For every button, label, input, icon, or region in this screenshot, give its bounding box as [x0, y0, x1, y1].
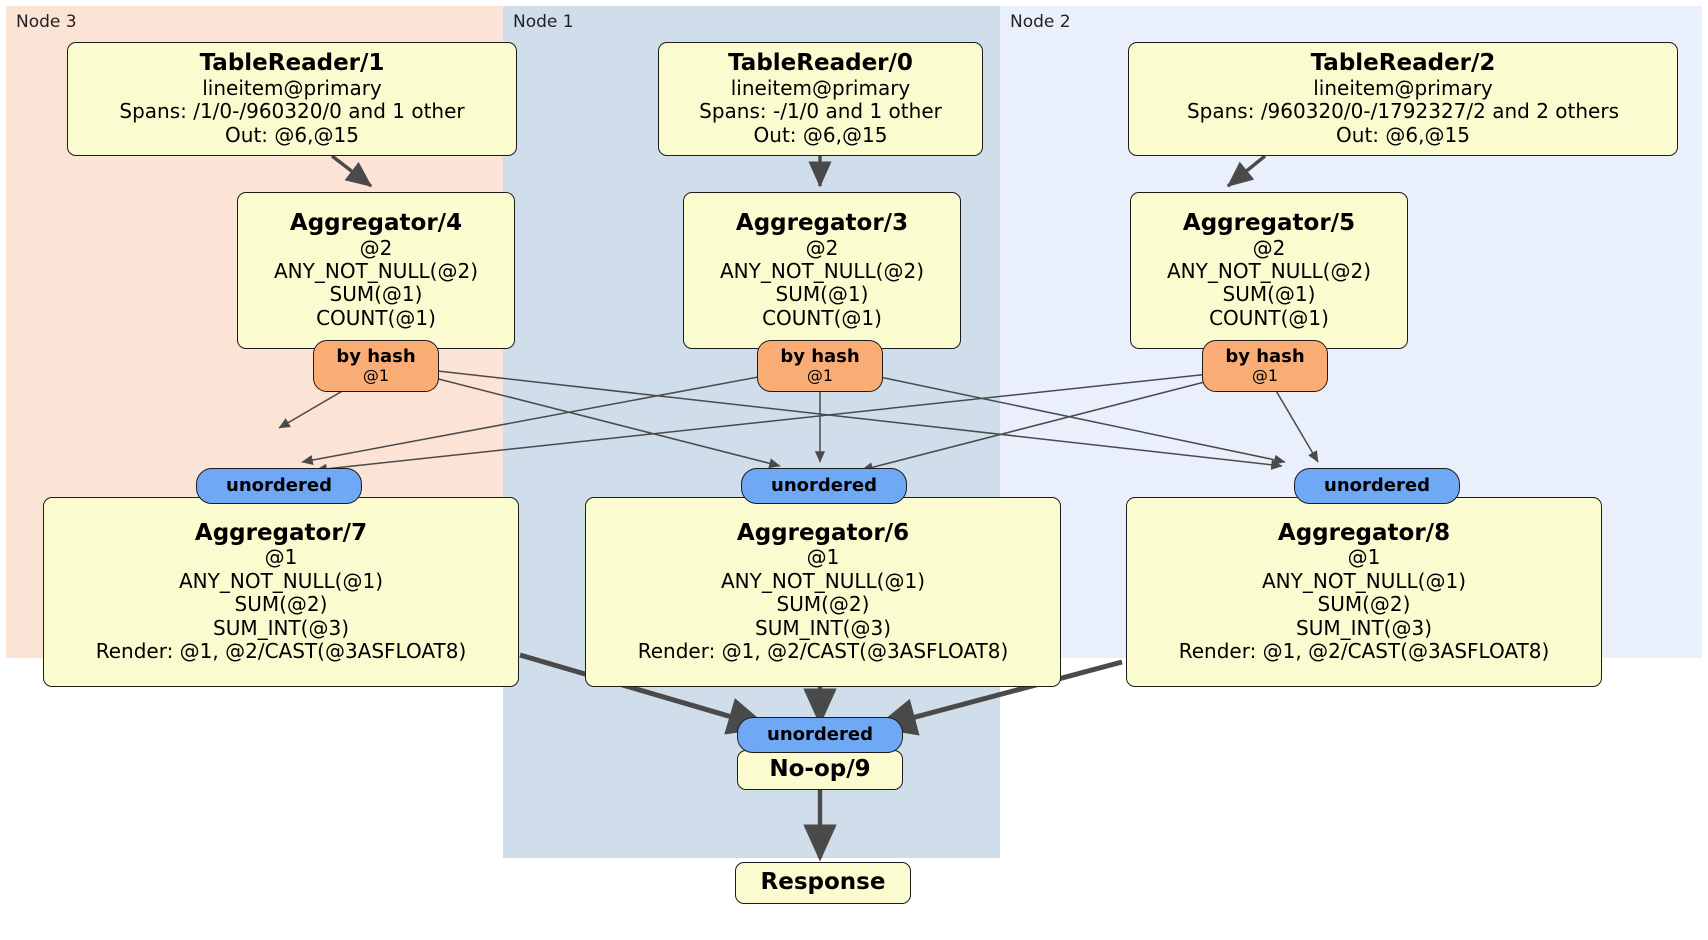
processor-detail: SUM(@2): [1317, 592, 1411, 617]
processor-no-op-9[interactable]: No-op/9: [737, 750, 903, 790]
processor-detail: Out: @6,@15: [1336, 122, 1470, 147]
router-label: unordered: [226, 475, 332, 497]
processor-aggregator-6[interactable]: Aggregator/6 @1 ANY_NOT_NULL(@1) SUM(@2)…: [585, 497, 1061, 687]
processor-detail: SUM_INT(@3): [755, 615, 891, 640]
processor-response[interactable]: Response: [735, 862, 911, 904]
node-panel-label-node2: Node 2: [1010, 12, 1071, 32]
processor-title: Aggregator/8: [1277, 519, 1451, 546]
router-label: by hash: [336, 346, 416, 368]
processor-detail: @1: [264, 545, 298, 570]
router-label: by hash: [1225, 346, 1305, 368]
router-label: unordered: [1324, 475, 1430, 497]
processor-detail: SUM(@1): [1222, 282, 1316, 307]
processor-title: Aggregator/4: [289, 209, 463, 236]
router-unordered-final[interactable]: unordered: [737, 717, 903, 753]
processor-detail: lineitem@primary: [1313, 75, 1493, 100]
processor-detail: SUM(@1): [775, 282, 869, 307]
processor-detail: lineitem@primary: [730, 75, 911, 100]
processor-aggregator-7[interactable]: Aggregator/7 @1 ANY_NOT_NULL(@1) SUM(@2)…: [43, 497, 519, 687]
processor-title: Response: [760, 869, 886, 896]
processor-detail: Spans: /960320/0-/1792327/2 and 2 others: [1186, 99, 1619, 124]
router-label: unordered: [767, 724, 873, 746]
router-column: @1: [362, 366, 390, 386]
processor-detail: SUM(@2): [776, 592, 870, 617]
processor-detail: Spans: /1/0-/960320/0 and 1 other: [119, 99, 465, 124]
router-column: @1: [1251, 366, 1279, 386]
processor-detail: ANY_NOT_NULL(@1): [1262, 568, 1466, 593]
router-by-hash-right[interactable]: by hash @1: [1202, 340, 1328, 392]
processor-render: Render: @1, @2/CAST(@3ASFLOAT8): [95, 638, 467, 663]
processor-detail: ANY_NOT_NULL(@2): [274, 258, 478, 283]
router-column: @1: [806, 366, 834, 386]
processor-detail: ANY_NOT_NULL(@1): [721, 568, 925, 593]
router-unordered-right[interactable]: unordered: [1294, 468, 1460, 504]
router-label: by hash: [780, 346, 860, 368]
processor-detail: lineitem@primary: [202, 75, 382, 100]
processor-title: TableReader/2: [1310, 50, 1496, 77]
processor-title: TableReader/0: [728, 50, 913, 77]
processor-render: Render: @1, @2/CAST(@3ASFLOAT8): [637, 638, 1009, 663]
processor-title: Aggregator/6: [736, 519, 910, 546]
processor-detail: SUM(@1): [329, 282, 423, 307]
processor-detail: ANY_NOT_NULL(@2): [720, 258, 924, 283]
router-label: unordered: [771, 475, 877, 497]
processor-aggregator-4[interactable]: Aggregator/4 @2 ANY_NOT_NULL(@2) SUM(@1)…: [237, 192, 515, 349]
router-unordered-left[interactable]: unordered: [196, 468, 362, 504]
processor-detail: COUNT(@1): [762, 305, 882, 330]
processor-render: Render: @1, @2/CAST(@3ASFLOAT8): [1178, 638, 1550, 663]
processor-title: TableReader/1: [199, 50, 385, 77]
processor-title: Aggregator/3: [735, 209, 909, 236]
router-by-hash-left[interactable]: by hash @1: [313, 340, 439, 392]
processor-detail: COUNT(@1): [316, 305, 436, 330]
processor-aggregator-8[interactable]: Aggregator/8 @1 ANY_NOT_NULL(@1) SUM(@2)…: [1126, 497, 1602, 687]
processor-detail: SUM_INT(@3): [213, 615, 349, 640]
processor-detail: SUM(@2): [234, 592, 328, 617]
processor-title: No-op/9: [769, 756, 871, 783]
processor-title: Aggregator/7: [194, 519, 368, 546]
processor-table-reader-0[interactable]: TableReader/0 lineitem@primary Spans: -/…: [658, 42, 983, 156]
processor-detail: @2: [805, 235, 839, 260]
node-panel-label-node1: Node 1: [513, 12, 574, 32]
processor-table-reader-2[interactable]: TableReader/2 lineitem@primary Spans: /9…: [1128, 42, 1678, 156]
processor-table-reader-1[interactable]: TableReader/1 lineitem@primary Spans: /1…: [67, 42, 517, 156]
processor-detail: @2: [359, 235, 393, 260]
processor-detail: @1: [806, 545, 840, 570]
processor-detail: Out: @6,@15: [753, 122, 888, 147]
processor-aggregator-3[interactable]: Aggregator/3 @2 ANY_NOT_NULL(@2) SUM(@1)…: [683, 192, 961, 349]
processor-detail: SUM_INT(@3): [1296, 615, 1432, 640]
processor-title: Aggregator/5: [1182, 209, 1356, 236]
processor-detail: @2: [1252, 235, 1286, 260]
router-by-hash-center[interactable]: by hash @1: [757, 340, 883, 392]
processor-detail: ANY_NOT_NULL(@1): [179, 568, 383, 593]
node-panel-label-node3: Node 3: [16, 12, 77, 32]
processor-detail: @1: [1347, 545, 1381, 570]
processor-detail: Out: @6,@15: [225, 122, 359, 147]
router-unordered-center[interactable]: unordered: [741, 468, 907, 504]
processor-detail: ANY_NOT_NULL(@2): [1167, 258, 1371, 283]
processor-detail: COUNT(@1): [1209, 305, 1329, 330]
processor-aggregator-5[interactable]: Aggregator/5 @2 ANY_NOT_NULL(@2) SUM(@1)…: [1130, 192, 1408, 349]
processor-detail: Spans: -/1/0 and 1 other: [699, 99, 942, 124]
